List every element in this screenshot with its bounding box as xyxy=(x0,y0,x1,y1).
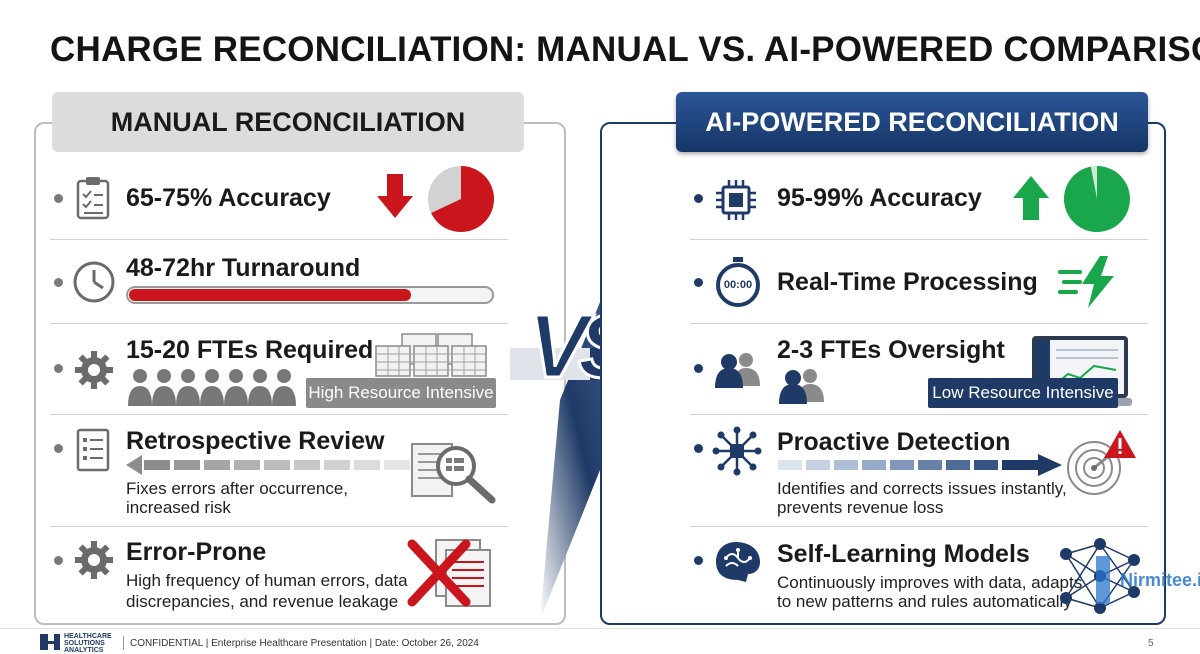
manual-accuracy-pie xyxy=(428,166,494,232)
ai-processing-title: Real-Time Processing xyxy=(777,268,1038,296)
ai-learning-title: Self-Learning Models xyxy=(777,540,1030,568)
bullet xyxy=(54,278,63,287)
spreadsheets-icon xyxy=(375,333,487,377)
divider xyxy=(690,526,1148,527)
people-group-icon xyxy=(128,369,296,406)
divider xyxy=(690,323,1148,324)
manual-header: MANUAL RECONCILIATION xyxy=(52,92,524,152)
divider xyxy=(50,239,508,240)
stopwatch-icon xyxy=(716,257,760,307)
manual-ftes-title: 15-20 FTEs Required xyxy=(126,336,374,364)
stopwatch-readout: 00:00 xyxy=(723,279,753,291)
ai-header: AI-POWERED RECONCILIATION xyxy=(676,92,1148,152)
error-documents-icon xyxy=(407,539,491,607)
footer-confidential-text: CONFIDENTIAL | Enterprise Healthcare Pre… xyxy=(130,638,479,649)
radar-alert-icon xyxy=(1067,430,1136,495)
arrow-up-icon xyxy=(1013,176,1049,220)
gear-icon xyxy=(75,541,113,579)
manual-errors-title: Error-Prone xyxy=(126,538,267,566)
team-small-icon xyxy=(779,369,824,404)
ai-detection-title: Proactive Detection xyxy=(777,428,1011,456)
team-icon xyxy=(715,353,760,388)
bullet xyxy=(694,278,703,287)
company-logo-text: HEALTHCARE SOLUTIONS ANALYTICS xyxy=(64,633,112,654)
company-logo-icon xyxy=(40,634,60,650)
bullet xyxy=(694,364,703,373)
footer xyxy=(0,628,1200,654)
bullet xyxy=(54,364,63,373)
manual-review-line1: Fixes errors after occurrence, xyxy=(126,479,349,498)
bullet xyxy=(694,556,703,565)
divider xyxy=(50,526,508,527)
arrow-down-icon xyxy=(377,174,413,218)
footer-separator xyxy=(123,636,124,650)
manual-errors-line1: High frequency of human errors, data xyxy=(126,571,408,590)
bullet xyxy=(694,194,703,203)
divider xyxy=(50,414,508,415)
page-number: 5 xyxy=(1148,638,1154,649)
ai-ftes-title: 2-3 FTEs Oversight xyxy=(777,336,1005,364)
forward-arrow-icon xyxy=(778,454,1062,476)
ai-learning-line2: to new patterns and rules automatically xyxy=(777,592,1072,611)
bullet xyxy=(54,194,63,203)
checklist-icon xyxy=(76,428,110,472)
divider xyxy=(690,239,1148,240)
network-node-icon xyxy=(712,426,762,476)
manual-review-line2: increased risk xyxy=(126,498,231,517)
high-resource-badge: High Resource Intensive xyxy=(306,378,496,408)
turnaround-progress-fill xyxy=(129,289,412,301)
gear-icon xyxy=(75,351,113,389)
manual-turnaround-title: 48-72hr Turnaround xyxy=(126,254,361,282)
divider xyxy=(50,323,508,324)
clock-icon xyxy=(73,261,115,303)
brain-icon xyxy=(716,542,760,582)
turnaround-progress-bar xyxy=(126,286,494,304)
watermark-logo-mark xyxy=(1096,556,1110,604)
ai-learning-line1: Continuously improves with data, adapts xyxy=(777,573,1083,592)
ai-detection-line1: Identifies and corrects issues instantly… xyxy=(777,479,1067,498)
magnifier-document-icon xyxy=(411,443,496,504)
manual-errors-line2: discrepancies, and revenue leakage xyxy=(126,592,399,611)
bullet xyxy=(54,444,63,453)
page-title: CHARGE RECONCILIATION: MANUAL VS. AI-POW… xyxy=(50,30,1200,69)
bullet xyxy=(694,444,703,453)
ai-accuracy-pie xyxy=(1063,166,1130,232)
watermark-text: Nirmitee.io xyxy=(1120,570,1200,590)
chip-icon xyxy=(716,180,756,220)
backward-arrow-icon xyxy=(126,455,410,475)
manual-accuracy-title: 65-75% Accuracy xyxy=(126,184,331,212)
low-resource-badge: Low Resource Intensive xyxy=(928,378,1118,408)
divider xyxy=(690,414,1148,415)
clipboard-icon xyxy=(76,177,110,220)
manual-review-title: Retrospective Review xyxy=(126,427,385,455)
ai-accuracy-title: 95-99% Accuracy xyxy=(777,184,982,212)
bullet xyxy=(54,556,63,565)
ai-detection-line2: prevents revenue loss xyxy=(777,498,944,517)
lightning-fast-icon xyxy=(1058,256,1114,308)
